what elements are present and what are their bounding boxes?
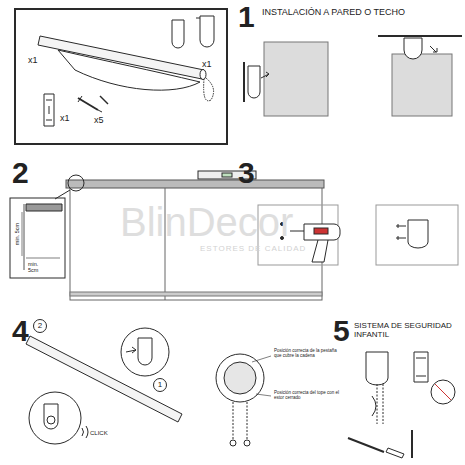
step-number: 3 — [238, 158, 255, 188]
parts-panel: x1 x1 x1 x5 — [14, 8, 228, 145]
step-number: 2 — [12, 158, 29, 188]
quantity: x1 — [60, 114, 70, 124]
step-title: INSTALACIÓN A PARED O TECHO — [262, 8, 405, 18]
dimension: min. 5cm — [14, 214, 20, 254]
step-number: 5 — [333, 316, 350, 346]
step-number: 1 — [238, 2, 255, 32]
step-number: 4 — [12, 316, 29, 346]
callout-number: 1 — [158, 381, 162, 389]
quantity: x5 — [94, 116, 104, 126]
quantity: x1 — [202, 60, 212, 70]
callout-circle: 1 — [153, 378, 167, 392]
watermark: ESTORES DE CALIDAD — [200, 245, 306, 254]
note: Posición correcta de la pestaña que cubr… — [274, 349, 344, 359]
callout-circle: 2 — [33, 319, 47, 333]
quantity: x1 — [28, 56, 38, 66]
sound-label: CLICK — [90, 430, 108, 437]
note: Posición correcta del tope con el estor … — [274, 391, 344, 401]
watermark: BlinDecor — [120, 200, 293, 244]
callout-number: 2 — [38, 322, 42, 330]
step-title: SISTEMA DE SEGURIDAD INFANTIL — [354, 322, 462, 340]
dimension: min. 5cm — [28, 261, 48, 273]
